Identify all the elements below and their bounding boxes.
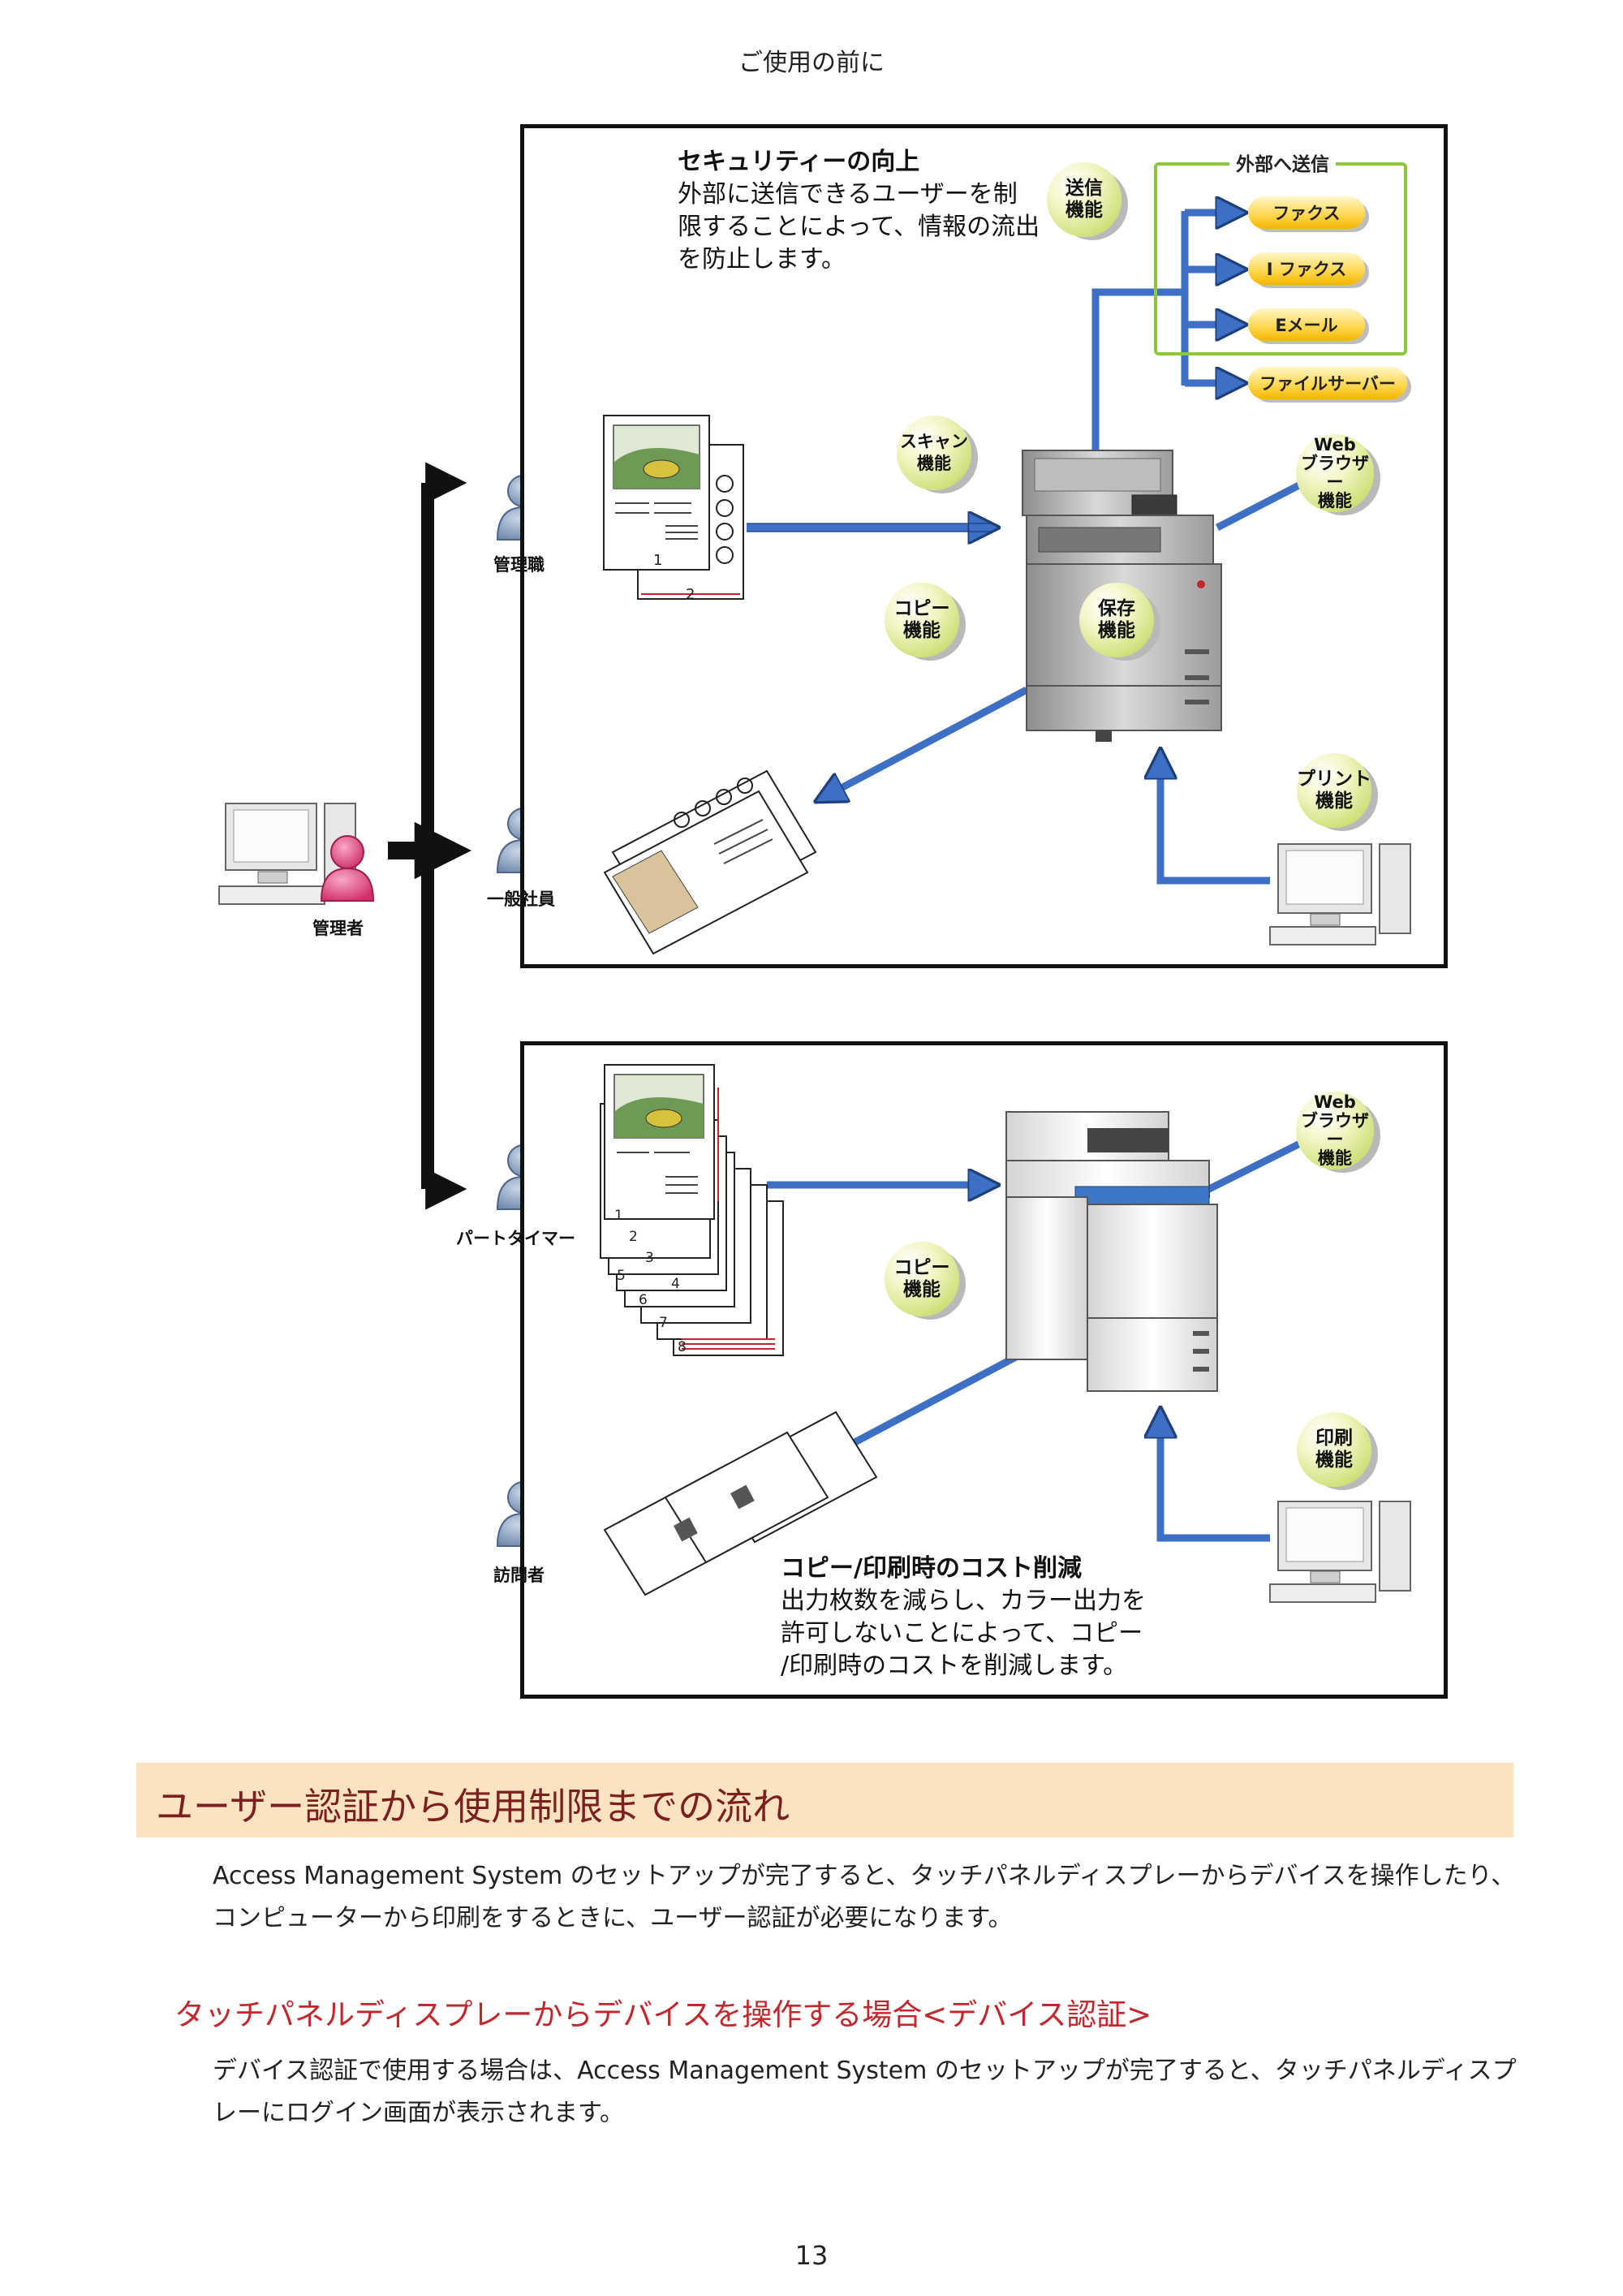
stack-page-2: 2	[629, 1229, 638, 1245]
subheading: タッチパネルディスプレーからデバイスを操作する場合<デバイス認証>	[174, 1997, 1152, 2032]
dest-email: Eメール	[1248, 308, 1365, 341]
device-auth-line-2: レーにログイン画面が表示されます。	[213, 2099, 624, 2127]
dest-ifax: I ファクス	[1248, 252, 1365, 285]
stack-page-7: 7	[659, 1315, 668, 1331]
copy-output-arrow	[820, 687, 1029, 799]
employee-label: 一般社員	[487, 890, 555, 909]
original-documents-icon	[603, 415, 744, 600]
cost-description: コピー/印刷時のコスト削減 出力枚数を減らし、カラー出力を 許可しないことによっ…	[781, 1553, 1146, 1682]
intro-line-1: Access Management System のセットアップが完了すると、タ…	[213, 1862, 1516, 1890]
admin-person-icon	[320, 835, 375, 902]
dest-fax: ファクス	[1248, 196, 1365, 229]
security-title: セキュリティーの向上	[678, 148, 920, 176]
scan-function-badge: スキャン機能	[897, 416, 971, 490]
store-function-badge: 保存機能	[1079, 583, 1154, 657]
color-copier-icon	[1005, 1111, 1218, 1392]
cost-title: コピー/印刷時のコスト削減	[781, 1554, 1082, 1583]
dest-fileserver: ファイルサーバー	[1248, 367, 1407, 399]
stack-page-6: 6	[639, 1292, 648, 1308]
doc-page-2: 2	[686, 586, 695, 603]
page-header: ご使用の前に	[738, 49, 885, 77]
bottom-print-arrow	[1160, 1412, 1270, 1542]
page-number: 13	[794, 2240, 829, 2271]
send-function-badge: 送信機能	[1047, 162, 1121, 237]
security-description: セキュリティーの向上 外部に送信できるユーザーを制 限することによって、情報の流…	[678, 146, 1040, 276]
admin-computer-icon	[218, 803, 356, 905]
visitor-label: 訪問者	[493, 1566, 545, 1585]
copy-function-badge-top: コピー機能	[885, 583, 959, 657]
cost-line-2: 許可しないことによって、コピー	[781, 1619, 1143, 1648]
print-function-badge-bottom: 印刷機能	[1297, 1412, 1371, 1487]
intro-line-2: コンピューターから印刷をするときに、ユーザー認証が必要になります。	[213, 1904, 1013, 1932]
stacked-documents-icon	[600, 1064, 784, 1356]
stack-page-4: 4	[671, 1276, 680, 1292]
web-line-bottom	[1199, 1132, 1317, 1197]
stack-page-5: 5	[617, 1268, 626, 1284]
output-documents-icon	[603, 769, 817, 955]
manager-label: 管理職	[493, 555, 545, 575]
cost-line-3: /印刷時のコストを削減します。	[781, 1652, 1128, 1680]
security-line-1: 外部に送信できるユーザーを制	[678, 180, 1018, 209]
admin-label: 管理者	[312, 919, 364, 938]
security-line-3: を防止します。	[678, 245, 846, 274]
bottom-computer-icon	[1269, 1501, 1411, 1603]
security-line-2: 限することによって、情報の流出	[678, 213, 1040, 241]
device-auth-paragraph: デバイス認証で使用する場合は、Access Management System …	[213, 2050, 1517, 2134]
section-heading-bar: ユーザー認証から使用制限までの流れ	[136, 1763, 1513, 1837]
stack-page-1: 1	[614, 1208, 623, 1224]
print-computer-icon	[1269, 843, 1411, 946]
doc-page-1: 1	[653, 552, 663, 569]
device-auth-line-1: デバイス認証で使用する場合は、Access Management System …	[213, 2057, 1517, 2085]
stack-page-3: 3	[645, 1250, 654, 1266]
cost-line-1: 出力枚数を減らし、カラー出力を	[781, 1587, 1146, 1615]
bottom-output-documents-icon	[603, 1411, 878, 1596]
parttimer-label: パートタイマー	[456, 1229, 575, 1248]
intro-paragraph: Access Management System のセットアップが完了すると、タ…	[213, 1855, 1515, 1940]
external-send-label: 外部へ送信	[1229, 149, 1336, 176]
print-function-badge-top: プリント機能	[1297, 753, 1371, 828]
print-arrow	[1160, 753, 1270, 885]
copy-function-badge-bottom: コピー機能	[885, 1242, 959, 1316]
panel-drawings	[600, 0, 1411, 1603]
stack-page-8: 8	[678, 1339, 687, 1355]
section-title: ユーザー認証から使用制限までの流れ	[156, 1785, 790, 1829]
